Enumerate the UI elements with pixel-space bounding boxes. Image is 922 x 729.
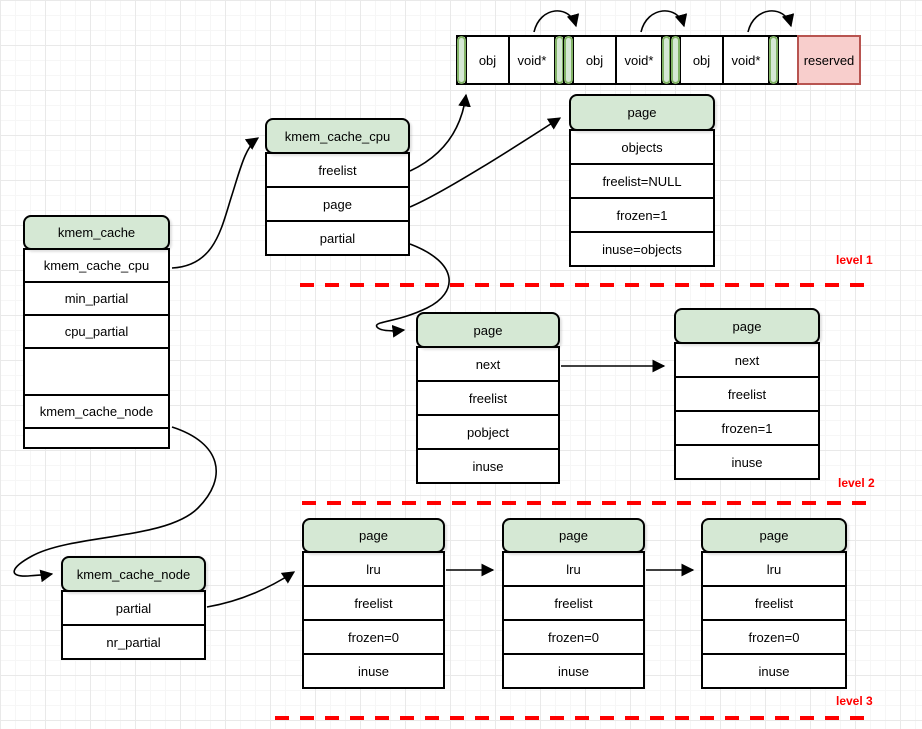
struct-field: frozen=0 [701,619,847,655]
page-level2-second-box: page next freelist frozen=1 inuse [674,308,820,480]
struct-field: freelist [701,585,847,621]
struct-field: min_partial [23,281,170,316]
struct-header: page [569,94,715,131]
struct-field: freelist [502,585,645,621]
green-separator-shape [671,36,680,84]
struct-header: page [502,518,645,553]
level-1-label: level 1 [836,253,873,267]
arrow-kmemcache-to-cpu [171,137,260,269]
struct-field-empty [23,427,170,449]
page-level1-box: page objects freelist=NULL frozen=1 inus… [569,94,715,267]
struct-field: freelist=NULL [569,163,715,199]
level-2-label: level 2 [838,476,875,490]
struct-field: inuse [701,653,847,689]
struct-header: page [674,308,820,344]
array-obj-cell: obj [465,35,510,85]
array-obj-cell: obj [572,35,617,85]
struct-header: page [701,518,847,553]
struct-header: kmem_cache [23,215,170,250]
struct-field: frozen=1 [569,197,715,233]
page-level3-third-box: page lru freelist frozen=0 inuse [701,518,847,689]
struct-field: nr_partial [61,624,206,660]
array-voidptr-cell: void* [508,35,556,85]
struct-header: page [302,518,445,553]
struct-field: inuse=objects [569,231,715,267]
arrow-nodepartial-to-level3-page [206,571,296,608]
arrow-page-to-level1-page [409,117,562,208]
struct-field: lru [502,551,645,587]
struct-field: kmem_cache_cpu [23,248,170,283]
struct-field: lru [302,551,445,587]
struct-header: page [416,312,560,348]
green-separator-shape [457,36,466,84]
kmem-cache-box: kmem_cache kmem_cache_cpu min_partial cp… [23,215,170,449]
array-voidptr-cell: void* [615,35,663,85]
struct-field: partial [61,590,206,626]
arc-freepointer-3 [747,10,795,33]
struct-field: inuse [302,653,445,689]
struct-field: freelist [302,585,445,621]
page-level2-first-box: page next freelist pobject inuse [416,312,560,484]
page-level3-second-box: page lru freelist frozen=0 inuse [502,518,645,689]
struct-field: inuse [502,653,645,689]
struct-field: inuse [416,448,560,484]
struct-field: objects [569,129,715,165]
array-reserved-cell: reserved [797,35,861,85]
object-array: obj void* obj void* obj void* reserved [456,35,861,85]
struct-field: kmem_cache_node [23,394,170,429]
struct-field: next [674,342,820,378]
kmem-cache-cpu-box: kmem_cache_cpu freelist page partial [265,118,410,256]
arc-freepointer-2 [640,10,688,33]
struct-header: kmem_cache_node [61,556,206,592]
struct-field: frozen=0 [502,619,645,655]
struct-field: cpu_partial [23,314,170,349]
array-empty-cell [777,35,799,85]
struct-field: inuse [674,444,820,480]
page-level3-first-box: page lru freelist frozen=0 inuse [302,518,445,689]
struct-field: frozen=0 [302,619,445,655]
array-voidptr-cell: void* [722,35,770,85]
freepointer-separator [563,35,574,85]
struct-field: freelist [674,376,820,412]
struct-field: freelist [265,152,410,188]
struct-field: next [416,346,560,382]
kmem-cache-node-box: kmem_cache_node partial nr_partial [61,556,206,660]
arrow-freelist-to-array [409,93,471,172]
arrow-kmemcache-to-node [13,426,217,583]
array-obj-cell: obj [679,35,724,85]
green-separator-shape [564,36,573,84]
arc-freepointer-1 [533,10,580,33]
struct-field: freelist [416,380,560,416]
freepointer-separator [670,35,681,85]
struct-field: pobject [416,414,560,450]
struct-field: frozen=1 [674,410,820,446]
struct-header: kmem_cache_cpu [265,118,410,154]
level-3-label: level 3 [836,694,873,708]
struct-field: partial [265,220,410,256]
struct-field: page [265,186,410,222]
freepointer-separator [768,35,779,85]
struct-field-empty [23,347,170,396]
green-separator-shape [769,36,778,84]
freepointer-separator [456,35,467,85]
struct-field: lru [701,551,847,587]
